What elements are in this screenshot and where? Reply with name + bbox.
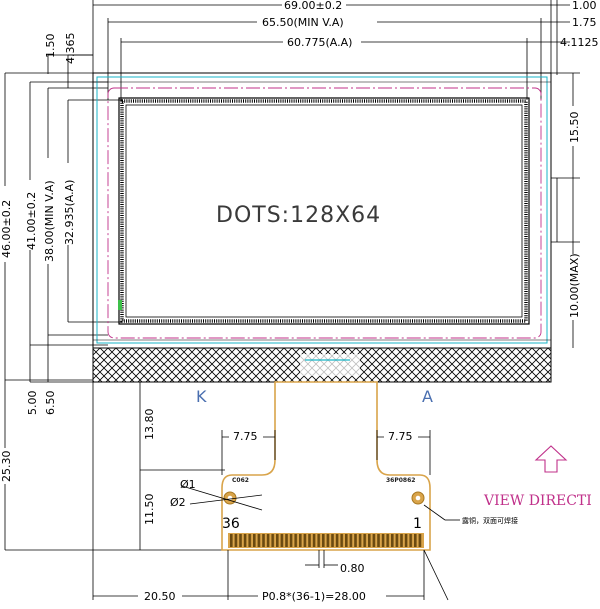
phi2-label: Ø2 <box>170 496 186 509</box>
min-va-width-label: 65.50(MIN V.A) <box>262 16 344 29</box>
overall-height-label: 46.00±0.2 <box>0 200 13 258</box>
height-41-label: 41.00±0.2 <box>25 192 38 250</box>
bezel-strip <box>92 347 552 383</box>
dots-label: DOTS:128X64 <box>216 203 381 228</box>
right-side-dim-1: 15.50 <box>568 112 581 144</box>
left-top-dim-2: 4.365 <box>64 33 77 65</box>
right-dim-3: 4.1125 <box>560 36 599 49</box>
fpc-left-code: C062 <box>232 477 249 484</box>
dim-1380-label: 13.80 <box>143 409 156 441</box>
right-side-dimensions <box>551 72 580 348</box>
pin-36-label: 36 <box>222 516 240 532</box>
fpc-dimension-labels: 7.75 7.75 0.80 20.50 P0.8*(36-1)=28.00 Ø… <box>138 430 518 603</box>
aa-height-label: 32.935(A.A) <box>63 180 76 245</box>
dim-775-left: 7.75 <box>233 430 258 443</box>
right-dim-2: 1.75 <box>572 16 597 29</box>
left-dim-5: 5.00 <box>26 391 39 416</box>
left-top-dim-1: 1.50 <box>44 34 57 59</box>
left-dim-650: 6.50 <box>44 391 57 416</box>
top-dimension-labels: 69.00±0.2 65.50(MIN V.A) 60.775(A.A) 1.0… <box>257 0 599 49</box>
pin-1-label: 1 <box>413 516 422 532</box>
pin-span-dim: P0.8*(36-1)=28.00 <box>262 590 366 603</box>
overall-width-label: 69.00±0.2 <box>284 0 342 12</box>
top-dimensions <box>92 0 570 100</box>
right-side-dim-2: 10.00(MAX) <box>568 253 581 318</box>
right-side-labels: 15.50 10.00(MAX) <box>568 106 581 320</box>
dim-775-right: 7.75 <box>388 430 413 443</box>
dim-1150-label: 11.50 <box>143 494 156 526</box>
fpc-right-code: 36P0862 <box>386 477 415 484</box>
left-dimension-labels: 46.00±0.2 41.00±0.2 38.00(MIN V.A) 32.93… <box>0 33 156 526</box>
phi1-label: Ø1 <box>180 478 196 491</box>
tail-length-label: 25.30 <box>0 451 13 483</box>
a-label: A <box>422 387 433 406</box>
k-label: K <box>196 387 207 406</box>
view-direction-label: VIEW DIRECTI <box>483 493 592 509</box>
fpc-tail: C062 36P0862 36 1 <box>221 381 431 551</box>
view-direction: VIEW DIRECTI <box>483 445 592 509</box>
right-dim-1: 1.00 <box>572 0 597 12</box>
bottom-left-dim: 20.50 <box>144 590 176 603</box>
active-area: DOTS:128X64 <box>118 97 530 325</box>
solder-note: 露铜，双面可焊接 <box>462 516 518 525</box>
min-va-height-label: 38.00(MIN V.A) <box>43 180 56 262</box>
pitch-label: 0.80 <box>340 562 365 575</box>
aa-width-label: 60.775(A.A) <box>287 36 352 49</box>
